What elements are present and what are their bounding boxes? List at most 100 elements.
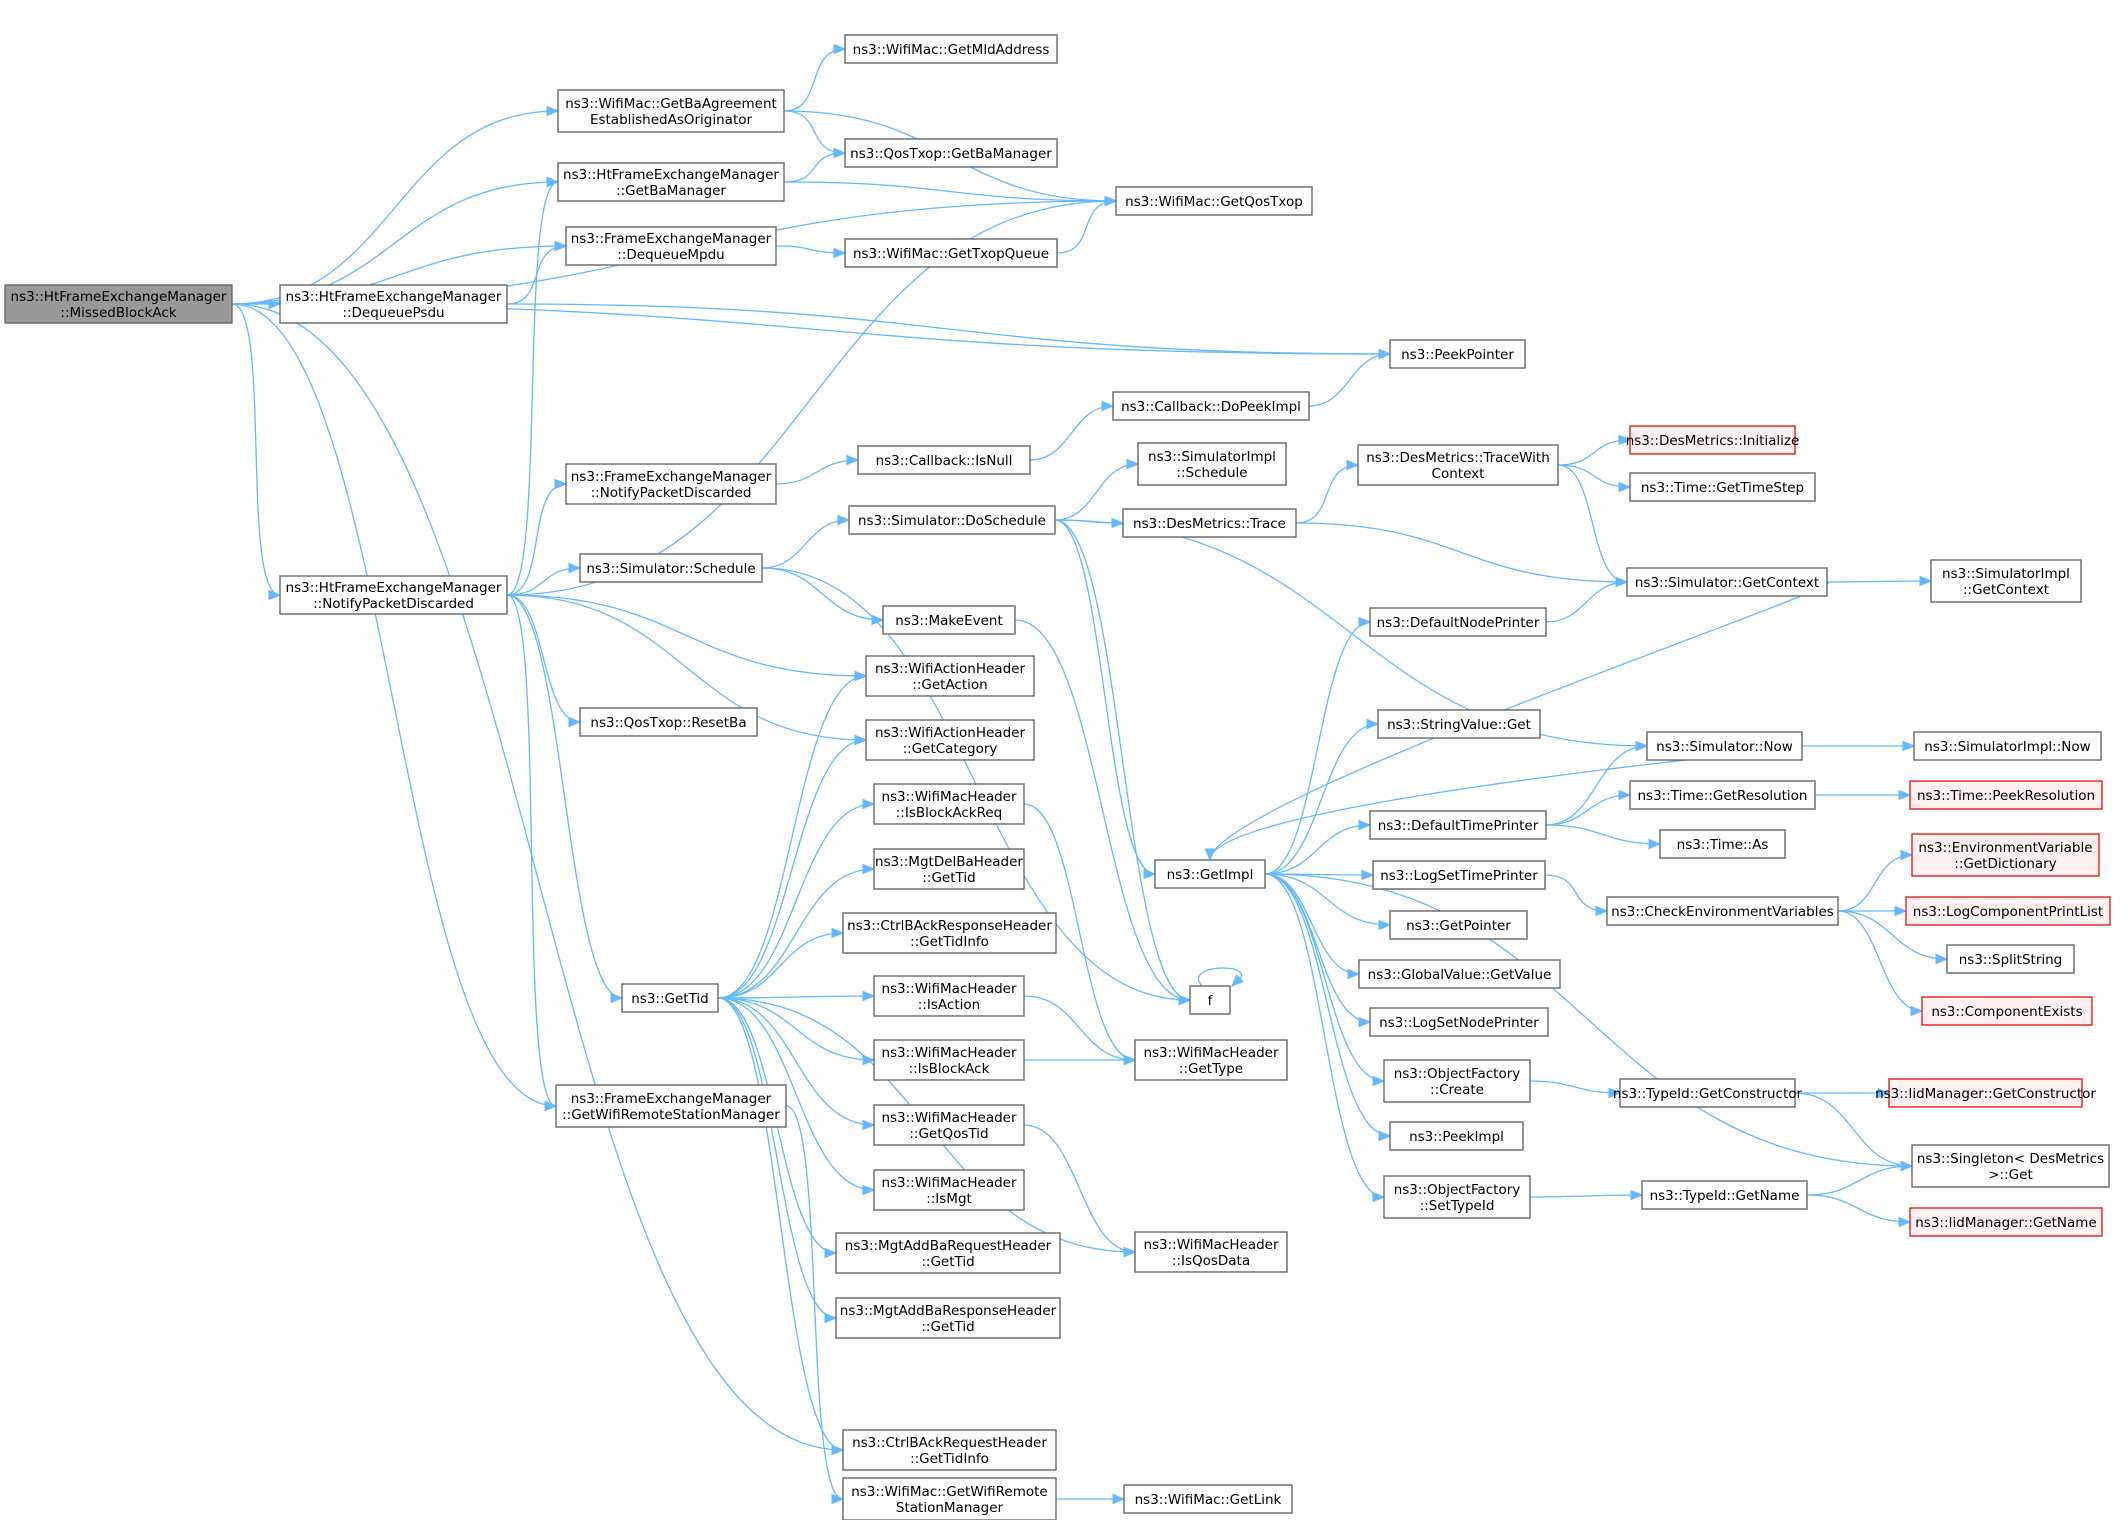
node-label: ns3::SimulatorImpl::Now (1924, 739, 2090, 755)
graph-node-wmhisblockack[interactable]: ns3::WifiMacHeader::IsBlockAck (873, 1039, 1025, 1081)
node-label: ::GetTid (921, 1254, 974, 1270)
graph-node-simdoschedule[interactable]: ns3::Simulator::DoSchedule (848, 505, 1056, 535)
graph-node-stringvalueget[interactable]: ns3::StringValue::Get (1377, 709, 1541, 739)
node-box (857, 445, 1031, 475)
graph-node-splitstring[interactable]: ns3::SplitString (1946, 944, 2075, 974)
node-label: ns3::CtrlBAckRequestHeader (852, 1435, 1047, 1451)
node-box (1921, 996, 2093, 1026)
graph-node-defnodeprinter[interactable]: ns3::DefaultNodePrinter (1369, 607, 1547, 637)
graph-node-fenotify[interactable]: ns3::FrameExchangeManager::NotifyPacketD… (565, 463, 777, 505)
graph-node-wmgetlink[interactable]: ns3::WifiMac::GetLink (1123, 1484, 1293, 1514)
graph-node-wmhgetqostid[interactable]: ns3::WifiMacHeader::GetQosTid (873, 1104, 1025, 1146)
call-edge-getimpl-to-deftimeprinter (1264, 819, 1372, 875)
graph-node-simnow[interactable]: ns3::Simulator::Now (1646, 731, 1803, 761)
graph-node-getqostxop[interactable]: ns3::WifiMac::GetQosTxop (1115, 186, 1313, 216)
node-box (1646, 731, 1803, 761)
node-label: ::GetBaManager (616, 183, 726, 199)
graph-node-mgtdelbagettid[interactable]: ns3::MgtDelBaHeader::GetTid (873, 848, 1025, 890)
node-box (1383, 1059, 1531, 1103)
call-edge-gettid-to-ctrlbackresp (717, 927, 845, 999)
graph-node-htnotify[interactable]: ns3::HtFrameExchangeManager::NotifyPacke… (279, 575, 508, 615)
graph-node-f[interactable]: f (1189, 985, 1231, 1015)
graph-node-compexists[interactable]: ns3::ComponentExists (1921, 996, 2093, 1026)
graph-node-getmld[interactable]: ns3::WifiMac::GetMldAddress (844, 34, 1058, 64)
call-edge-fegetwrsm-to-wmgetwrsm (785, 1105, 845, 1505)
call-edge-simnow-to-simimplnow (1802, 740, 1916, 752)
graph-node-globalvalueget[interactable]: ns3::GlobalValue::GetValue (1358, 959, 1561, 989)
graph-node-cbisnull[interactable]: ns3::Callback::IsNull (857, 445, 1031, 475)
graph-node-gettid[interactable]: ns3::GetTid (621, 983, 719, 1013)
graph-node-wmgetwrsm[interactable]: ns3::WifiMac::GetWifiRemoteStationManage… (842, 1477, 1057, 1520)
call-edge-getimpl-to-objfactsettypeid (1264, 873, 1386, 1203)
graph-node-logsettimeprinter[interactable]: ns3::LogSetTimePrinter (1372, 860, 1546, 890)
graph-node-qosresetba[interactable]: ns3::QosTxop::ResetBa (579, 707, 758, 737)
graph-node-makeevent[interactable]: ns3::MakeEvent (882, 605, 1016, 635)
call-edge-htnotify-to-qosresetba (506, 594, 582, 728)
graph-node-missed[interactable]: ns3::HtFrameExchangeManager::MissedBlock… (4, 284, 233, 324)
graph-node-logcompprintlist[interactable]: ns3::LogComponentPrintList (1905, 896, 2111, 926)
node-box (621, 983, 719, 1013)
graph-node-timegetres[interactable]: ns3::Time::GetResolution (1629, 780, 1816, 810)
graph-node-getimpl[interactable]: ns3::GetImpl (1154, 859, 1266, 889)
graph-node-wmhisaction[interactable]: ns3::WifiMacHeader::IsAction (873, 975, 1025, 1017)
graph-node-wahgetcategory[interactable]: ns3::WifiActionHeader::GetCategory (865, 719, 1035, 761)
node-label: ns3::WifiMacHeader (881, 789, 1017, 805)
graph-node-destrace[interactable]: ns3::DesMetrics::Trace (1122, 508, 1297, 538)
graph-node-singletonget[interactable]: ns3::Singleton< DesMetrics>::Get (1911, 1144, 2110, 1188)
graph-node-timegetstep[interactable]: ns3::Time::GetTimeStep (1629, 472, 1816, 502)
graph-node-wmhisqosdata[interactable]: ns3::WifiMacHeader::IsQosData (1134, 1231, 1288, 1273)
graph-node-envgetdict[interactable]: ns3::EnvironmentVariable::GetDictionary (1911, 833, 2100, 877)
node-box (842, 1429, 1057, 1471)
call-edge-htnotify-to-fenotify (506, 478, 568, 596)
graph-node-deftimeprinter[interactable]: ns3::DefaultTimePrinter (1369, 810, 1547, 840)
graph-node-peekimpl[interactable]: ns3::PeekImpl (1389, 1121, 1524, 1151)
graph-node-timepeekres[interactable]: ns3::Time::PeekResolution (1909, 780, 2103, 810)
graph-node-iidgetctor[interactable]: ns3::IidManager::GetConstructor (1875, 1078, 2096, 1108)
graph-node-wahgetaction[interactable]: ns3::WifiActionHeader::GetAction (865, 655, 1035, 697)
graph-node-wmhgettype[interactable]: ns3::WifiMacHeader::GetType (1134, 1039, 1288, 1081)
node-label: ::IsBlockAckReq (896, 805, 1003, 821)
graph-node-wmhismgt[interactable]: ns3::WifiMacHeader::IsMgt (873, 1169, 1025, 1211)
graph-node-mgtaddbaresp[interactable]: ns3::MgtAddBaResponseHeader::GetTid (835, 1297, 1061, 1339)
graph-node-checkenv[interactable]: ns3::CheckEnvironmentVariables (1606, 896, 1839, 926)
graph-node-simimplnow[interactable]: ns3::SimulatorImpl::Now (1913, 731, 2102, 761)
graph-node-objfactcreate[interactable]: ns3::ObjectFactory::Create (1383, 1059, 1531, 1103)
call-edge-simdoschedule-to-f (1054, 519, 1192, 1006)
graph-node-iidgetname[interactable]: ns3::IidManager::GetName (1909, 1207, 2103, 1237)
graph-node-timeas[interactable]: ns3::Time::As (1659, 829, 1786, 859)
call-edge-gettid-to-mgtdelbagettid (717, 863, 876, 999)
node-label: ns3::DesMetrics::Initialize (1626, 433, 1800, 449)
graph-node-simgetcontext[interactable]: ns3::Simulator::GetContext (1626, 567, 1828, 597)
graph-node-htdequeuepsdu[interactable]: ns3::HtFrameExchangeManager::DequeuePsdu (279, 284, 508, 324)
graph-node-ctrlbackresp[interactable]: ns3::CtrlBAckResponseHeader::GetTidInfo (842, 912, 1057, 954)
graph-node-ctrlbackreq[interactable]: ns3::CtrlBAckRequestHeader::GetTidInfo (842, 1429, 1057, 1471)
call-edge-objfactcreate-to-typeidgetctor (1529, 1080, 1622, 1099)
graph-node-objfactsettypeid[interactable]: ns3::ObjectFactory::SetTypeId (1383, 1175, 1531, 1219)
graph-node-simschedule[interactable]: ns3::Simulator::Schedule (579, 553, 763, 583)
graph-node-fedequeuempdu[interactable]: ns3::FrameExchangeManager::DequeueMpdu (565, 226, 777, 266)
graph-node-qosgetba[interactable]: ns3::QosTxop::GetBaManager (844, 138, 1058, 168)
graph-node-getpointer[interactable]: ns3::GetPointer (1389, 910, 1528, 940)
graph-node-peekpointer[interactable]: ns3::PeekPointer (1389, 339, 1526, 369)
graph-node-desinit[interactable]: ns3::DesMetrics::Initialize (1626, 425, 1800, 455)
call-edge-timegetres-to-timepeekres (1815, 789, 1912, 801)
node-label: ns3::ObjectFactory (1394, 1182, 1521, 1198)
graph-node-typeidgetname[interactable]: ns3::TypeId::GetName (1641, 1180, 1808, 1210)
graph-node-cbdopeek[interactable]: ns3::Callback::DoPeekImpl (1112, 391, 1310, 421)
graph-node-getbaagr[interactable]: ns3::WifiMac::GetBaAgreementEstablishedA… (557, 89, 785, 133)
graph-node-htgetba[interactable]: ns3::HtFrameExchangeManager::GetBaManage… (557, 162, 785, 202)
node-label: >::Get (1988, 1167, 2032, 1183)
graph-node-mgtaddbareq[interactable]: ns3::MgtAddBaRequestHeader::GetTid (835, 1232, 1061, 1274)
node-label: ns3::DefaultTimePrinter (1378, 818, 1539, 834)
graph-node-gettxopqueue[interactable]: ns3::WifiMac::GetTxopQueue (844, 238, 1058, 268)
graph-node-simimplgetcontext[interactable]: ns3::SimulatorImpl::GetContext (1930, 559, 2082, 603)
graph-node-simimplschedule[interactable]: ns3::SimulatorImpl::Schedule (1137, 442, 1287, 486)
graph-node-logsetnodeprinter[interactable]: ns3::LogSetNodePrinter (1369, 1007, 1549, 1037)
graph-node-wmhisblockackreq[interactable]: ns3::WifiMacHeader::IsBlockAckReq (873, 783, 1025, 825)
graph-node-typeidgetctor[interactable]: ns3::TypeId::GetConstructor (1613, 1078, 1803, 1108)
graph-node-fegetwrsm[interactable]: ns3::FrameExchangeManager::GetWifiRemote… (555, 1084, 787, 1128)
node-box (848, 505, 1056, 535)
node-label: ::IsMgt (926, 1191, 972, 1207)
node-label: Context (1432, 466, 1485, 482)
